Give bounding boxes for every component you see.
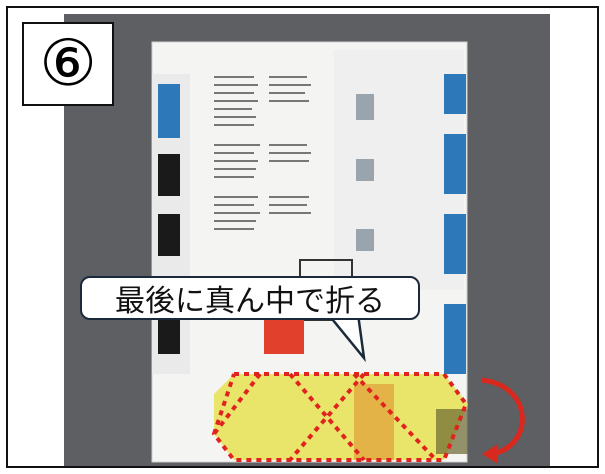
calendar-tab-thu [158,214,180,256]
step-number-badge: ⑥ [22,22,114,106]
grey-numbers [356,94,374,251]
fold-lines [211,372,469,462]
flap-print-orange [354,384,394,460]
calendar-tab-sat [158,84,180,138]
instruction-caption: 最後に真ん中で折る [80,276,420,320]
right-panel [334,50,464,290]
calendar-text-lines [214,76,311,230]
folded-paper-photo [151,41,525,464]
folded-flap [214,374,468,460]
photo-area [64,14,550,466]
illustration-frame: ⑥ 最後に真ん中で折る [6,6,599,468]
calendar-tab-fri [158,154,180,196]
blue-numbers [444,74,466,374]
fold-arrow-icon [481,377,525,464]
flap-print-dark [436,409,468,454]
red-print [264,314,304,354]
